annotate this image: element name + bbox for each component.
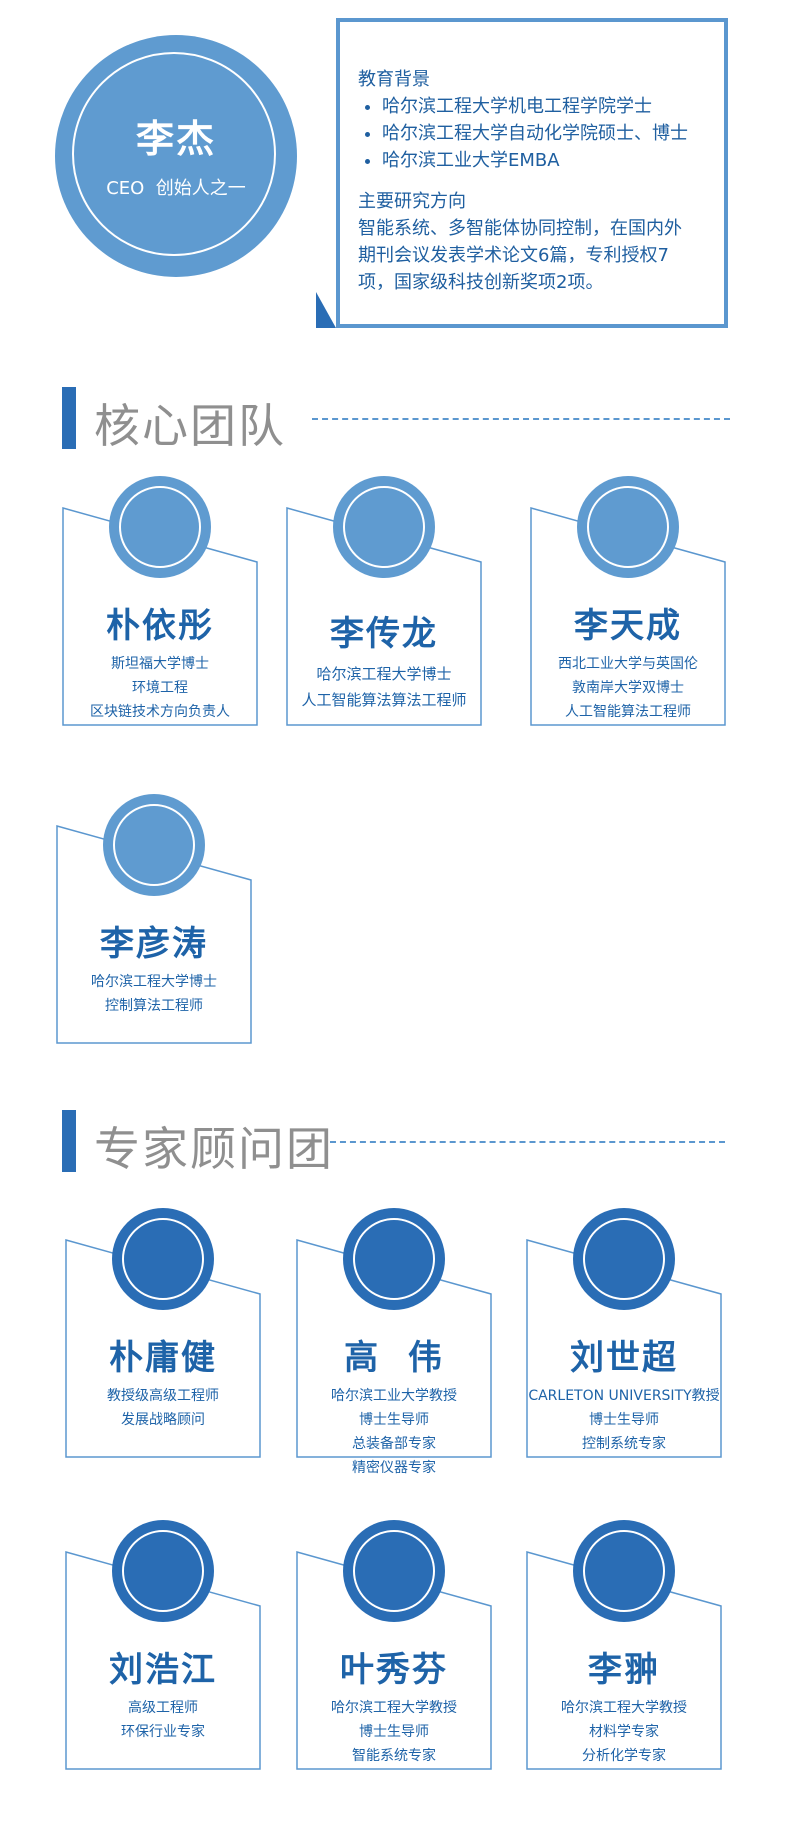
member-photo-ring bbox=[353, 1218, 435, 1300]
core-team-section-bar bbox=[62, 387, 76, 449]
member-credential: 控制系统专家 bbox=[582, 1436, 666, 1452]
member-photo-ring bbox=[587, 486, 669, 568]
member-credential: 哈尔滨工程大学教授 bbox=[561, 1700, 687, 1716]
ceo-title: CEO 创始人之一 bbox=[106, 178, 246, 199]
member-photo-ring bbox=[122, 1530, 204, 1612]
member-name: 朴依彤 bbox=[106, 606, 214, 646]
member-credential: 人工智能算法算法工程师 bbox=[301, 691, 467, 709]
member-credential: 哈尔滨工业大学教授 bbox=[331, 1388, 457, 1404]
advisors-divider bbox=[330, 1141, 725, 1143]
core-team-member-card: 李传龙哈尔滨工程大学博士人工智能算法算法工程师 bbox=[286, 476, 482, 726]
education-list: 哈尔滨工程大学机电工程学院学士 哈尔滨工程大学自动化学院硕士、博士 哈尔滨工业大… bbox=[362, 93, 710, 174]
member-credential: 敦南岸大学双博士 bbox=[572, 680, 684, 696]
member-credential: 高级工程师 bbox=[128, 1700, 198, 1716]
member-photo-ring bbox=[113, 804, 195, 886]
member-credential: 博士生导师 bbox=[589, 1412, 659, 1428]
member-photo-ring bbox=[119, 486, 201, 568]
member-credential: 哈尔滨工程大学教授 bbox=[331, 1700, 457, 1716]
advisor-card: 朴庸健教授级高级工程师发展战略顾问 bbox=[65, 1208, 261, 1458]
member-name: 李传龙 bbox=[330, 614, 438, 654]
advisor-card: 刘浩江高级工程师环保行业专家 bbox=[65, 1520, 261, 1770]
member-photo-ring bbox=[343, 486, 425, 568]
education-item: 哈尔滨工程大学机电工程学院学士 bbox=[382, 93, 710, 120]
advisors-title: 专家顾问团 bbox=[94, 1122, 334, 1176]
member-photo-ring bbox=[353, 1530, 435, 1612]
education-heading: 教育背景 bbox=[358, 69, 430, 90]
core-team-divider bbox=[312, 418, 730, 420]
advisors-section-bar bbox=[62, 1110, 76, 1172]
member-photo-ring bbox=[583, 1218, 665, 1300]
member-credential: 分析化学专家 bbox=[582, 1748, 666, 1764]
member-credential: 博士生导师 bbox=[359, 1724, 429, 1740]
member-name: 刘世超 bbox=[570, 1338, 678, 1378]
education-item: 哈尔滨工业大学EMBA bbox=[382, 147, 710, 174]
core-team-member-card: 朴依彤斯坦福大学博士环境工程区块链技术方向负责人 bbox=[62, 476, 258, 726]
education-item: 哈尔滨工程大学自动化学院硕士、博士 bbox=[382, 120, 710, 147]
member-name: 李翀 bbox=[588, 1650, 660, 1690]
member-credential: 控制算法工程师 bbox=[105, 998, 203, 1014]
member-photo-ring bbox=[122, 1218, 204, 1300]
member-credential: CARLETON UNIVERSITY教授 bbox=[528, 1388, 720, 1404]
member-name: 李天成 bbox=[574, 606, 682, 646]
core-team-member-card: 李天成西北工业大学与英国伦敦南岸大学双博士人工智能算法工程师 bbox=[530, 476, 726, 726]
member-name: 刘浩江 bbox=[109, 1650, 217, 1690]
member-name: 高 伟 bbox=[344, 1338, 444, 1378]
research-heading: 主要研究方向 bbox=[358, 191, 466, 212]
member-credential: 斯坦福大学博士 bbox=[111, 656, 209, 672]
advisor-card: 叶秀芬哈尔滨工程大学教授博士生导师智能系统专家 bbox=[296, 1520, 492, 1770]
ceo-photo-ring bbox=[72, 52, 276, 256]
advisor-card: 高 伟哈尔滨工业大学教授博士生导师总装备部专家精密仪器专家 bbox=[296, 1208, 492, 1476]
core-team-title: 核心团队 bbox=[94, 399, 286, 453]
member-photo-ring bbox=[583, 1530, 665, 1612]
advisor-card: 刘世超 CARLETON UNIVERSITY教授博士生导师控制系统专家 bbox=[526, 1208, 722, 1458]
member-credential: 哈尔滨工程大学博士 bbox=[316, 665, 452, 683]
member-name: 李彦涛 bbox=[100, 924, 208, 964]
member-credential: 西北工业大学与英国伦 bbox=[558, 656, 698, 672]
member-credential: 总装备部专家 bbox=[352, 1436, 436, 1452]
member-credential: 发展战略顾问 bbox=[121, 1412, 205, 1428]
research-line: 项，国家级科技创新奖项2项。 bbox=[358, 272, 604, 293]
member-name: 叶秀芬 bbox=[340, 1650, 448, 1690]
member-credential: 环境工程 bbox=[132, 680, 188, 696]
member-name: 朴庸健 bbox=[109, 1338, 217, 1378]
member-credential: 教授级高级工程师 bbox=[107, 1388, 219, 1404]
research-line: 期刊会议发表学术论文6篇，专利授权7 bbox=[358, 245, 669, 266]
member-credential: 智能系统专家 bbox=[352, 1748, 436, 1764]
research-line: 智能系统、多智能体协同控制，在国内外 bbox=[358, 218, 682, 239]
member-credential: 博士生导师 bbox=[359, 1412, 429, 1428]
member-credential: 哈尔滨工程大学博士 bbox=[91, 974, 217, 990]
member-credential: 区块链技术方向负责人 bbox=[90, 704, 230, 720]
core-team-member-card: 李彦涛哈尔滨工程大学博士控制算法工程师 bbox=[56, 794, 252, 1044]
advisor-card: 李翀哈尔滨工程大学教授材料学专家分析化学专家 bbox=[526, 1520, 722, 1770]
bio-corner-decoration bbox=[316, 292, 336, 328]
member-credential: 环保行业专家 bbox=[121, 1724, 205, 1740]
ceo-bio-box: 教育背景 哈尔滨工程大学机电工程学院学士 哈尔滨工程大学自动化学院硕士、博士 哈… bbox=[336, 18, 728, 328]
member-credential: 人工智能算法工程师 bbox=[565, 704, 691, 720]
ceo-name: 李杰 bbox=[135, 117, 216, 161]
member-credential: 材料学专家 bbox=[589, 1724, 659, 1740]
member-credential: 精密仪器专家 bbox=[352, 1460, 436, 1476]
